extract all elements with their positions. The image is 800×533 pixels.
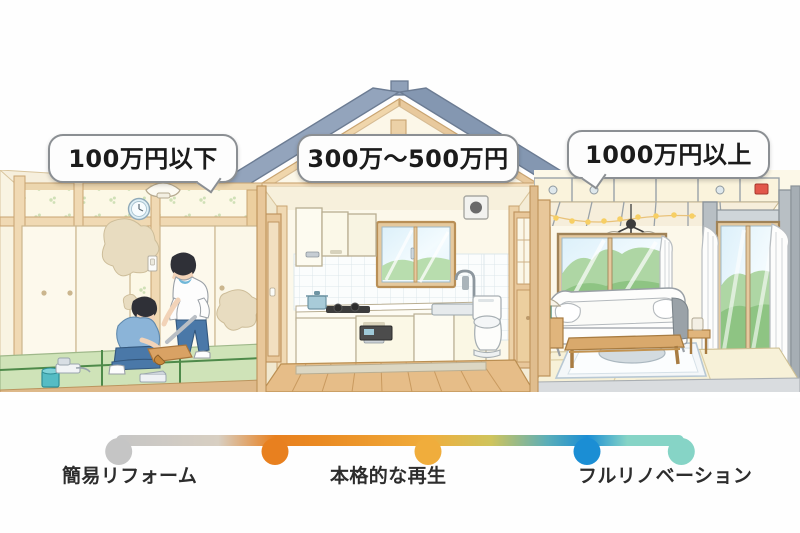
scale-dot-2 xyxy=(414,438,442,465)
callout-label-high: 1000万円以上 xyxy=(585,140,752,169)
callout-bubble-mid-cost: 300万〜500万円 xyxy=(297,134,519,183)
callout-bubble-low-cost: 100万円以下 xyxy=(48,134,238,183)
scale-legend: 簡易リフォーム 本格的な再生 フルリノベーション xyxy=(0,461,800,495)
scale-dot-1 xyxy=(261,438,289,465)
renovation-scale xyxy=(0,424,800,465)
callout-label-mid: 300万〜500万円 xyxy=(307,144,509,173)
scale-legend-full-renovation: フルリノベーション xyxy=(578,465,753,487)
scale-dot-0 xyxy=(105,438,133,465)
scale-gradient-track xyxy=(105,435,695,465)
callout-label-low: 100万円以下 xyxy=(68,144,218,173)
scale-dot-3 xyxy=(573,438,601,465)
toilet xyxy=(472,295,502,359)
scale-dot-4 xyxy=(667,438,695,465)
panel-full-scale-regeneration xyxy=(262,186,534,395)
callout-bubble-high-cost: 1000万円以上 xyxy=(567,130,770,179)
sofa xyxy=(550,287,689,357)
scale-legend-full-scale: 本格的な再生 xyxy=(330,465,447,487)
house-cutaway-illustration xyxy=(0,80,800,396)
scale-legend-simple: 簡易リフォーム xyxy=(62,465,198,487)
panel-full-renovation xyxy=(534,170,800,395)
panel-simple-reform xyxy=(0,170,262,395)
